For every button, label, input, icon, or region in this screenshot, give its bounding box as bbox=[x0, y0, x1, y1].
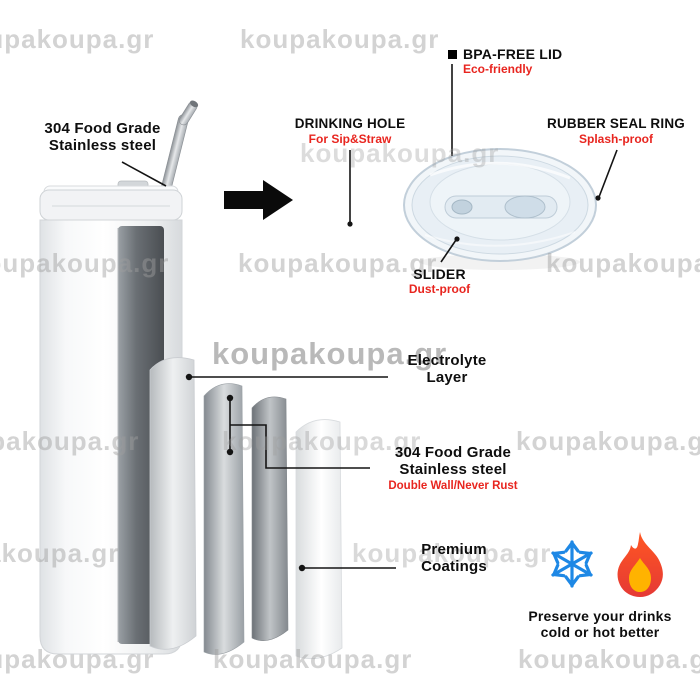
callout-bpa-lid: BPA-FREE LID Eco-friendly bbox=[448, 46, 618, 77]
layer-electrolyte bbox=[149, 357, 197, 650]
callout-inner-wall: 304 Food Grade Stainless steel Double Wa… bbox=[374, 444, 532, 493]
inner-wall-line2: Stainless steel bbox=[399, 461, 507, 479]
drinking-hole-subtitle: For Sip&Straw bbox=[308, 131, 392, 146]
tumbler-illustration bbox=[39, 100, 199, 655]
snowflake-icon bbox=[551, 540, 593, 588]
preserve-caption: Preserve your drinks cold or hot better bbox=[508, 608, 692, 640]
bpa-lid-subtitle: Eco-friendly bbox=[463, 62, 533, 77]
lid-drinking-hole bbox=[451, 199, 473, 215]
bpa-lid-title: BPA-FREE LID bbox=[463, 46, 563, 62]
layer-coating bbox=[295, 419, 343, 660]
bullet-square-icon bbox=[448, 49, 457, 59]
straw-label-line bbox=[121, 161, 167, 187]
slider-line bbox=[440, 239, 457, 263]
seal-ring-line bbox=[598, 149, 618, 198]
transition-arrow-icon bbox=[224, 180, 293, 220]
coatings-line1: Premium bbox=[421, 541, 487, 558]
electrolyte-line2: Layer bbox=[426, 369, 468, 387]
lid-slider-tab bbox=[504, 195, 546, 219]
callout-straw-material: 304 Food Grade Stainless steel bbox=[20, 120, 185, 155]
callout-lines bbox=[121, 64, 618, 569]
coatings-line2: Coatings bbox=[421, 558, 487, 576]
slider-subtitle: Dust-proof bbox=[408, 282, 471, 297]
callout-coatings: Premium Coatings bbox=[400, 541, 508, 576]
callout-slider: SLIDER Dust-proof bbox=[392, 266, 487, 297]
layer-steel-inner bbox=[251, 396, 289, 641]
callout-electrolyte: Electrolyte Layer bbox=[392, 352, 502, 387]
slider-title: SLIDER bbox=[413, 266, 466, 282]
flame-icon bbox=[617, 532, 663, 597]
callout-rubber-seal: RUBBER SEAL RING Splash-proof bbox=[535, 116, 697, 146]
electrolyte-line1: Electrolyte bbox=[407, 352, 487, 369]
callout-drinking-hole: DRINKING HOLE For Sip&Straw bbox=[283, 116, 417, 146]
preserve-line2: cold or hot better bbox=[540, 624, 660, 641]
straw-material-line1: 304 Food Grade bbox=[44, 120, 161, 137]
layer-stack bbox=[149, 357, 343, 660]
wall-line bbox=[230, 424, 370, 469]
rubber-seal-title: RUBBER SEAL RING bbox=[547, 116, 685, 131]
straw-material-line2: Stainless steel bbox=[48, 137, 157, 155]
layer-steel-outer bbox=[203, 383, 245, 655]
inner-wall-subtitle: Double Wall/Never Rust bbox=[388, 479, 518, 492]
preserve-line1: Preserve your drinks bbox=[528, 608, 672, 624]
inner-wall-line1: 304 Food Grade bbox=[394, 444, 512, 461]
callout-dots bbox=[185, 195, 601, 572]
rubber-seal-subtitle: Splash-proof bbox=[579, 131, 653, 146]
drinking-hole-title: DRINKING HOLE bbox=[294, 116, 406, 131]
lid-top-view bbox=[403, 148, 597, 270]
tumbler-lid bbox=[39, 180, 183, 221]
